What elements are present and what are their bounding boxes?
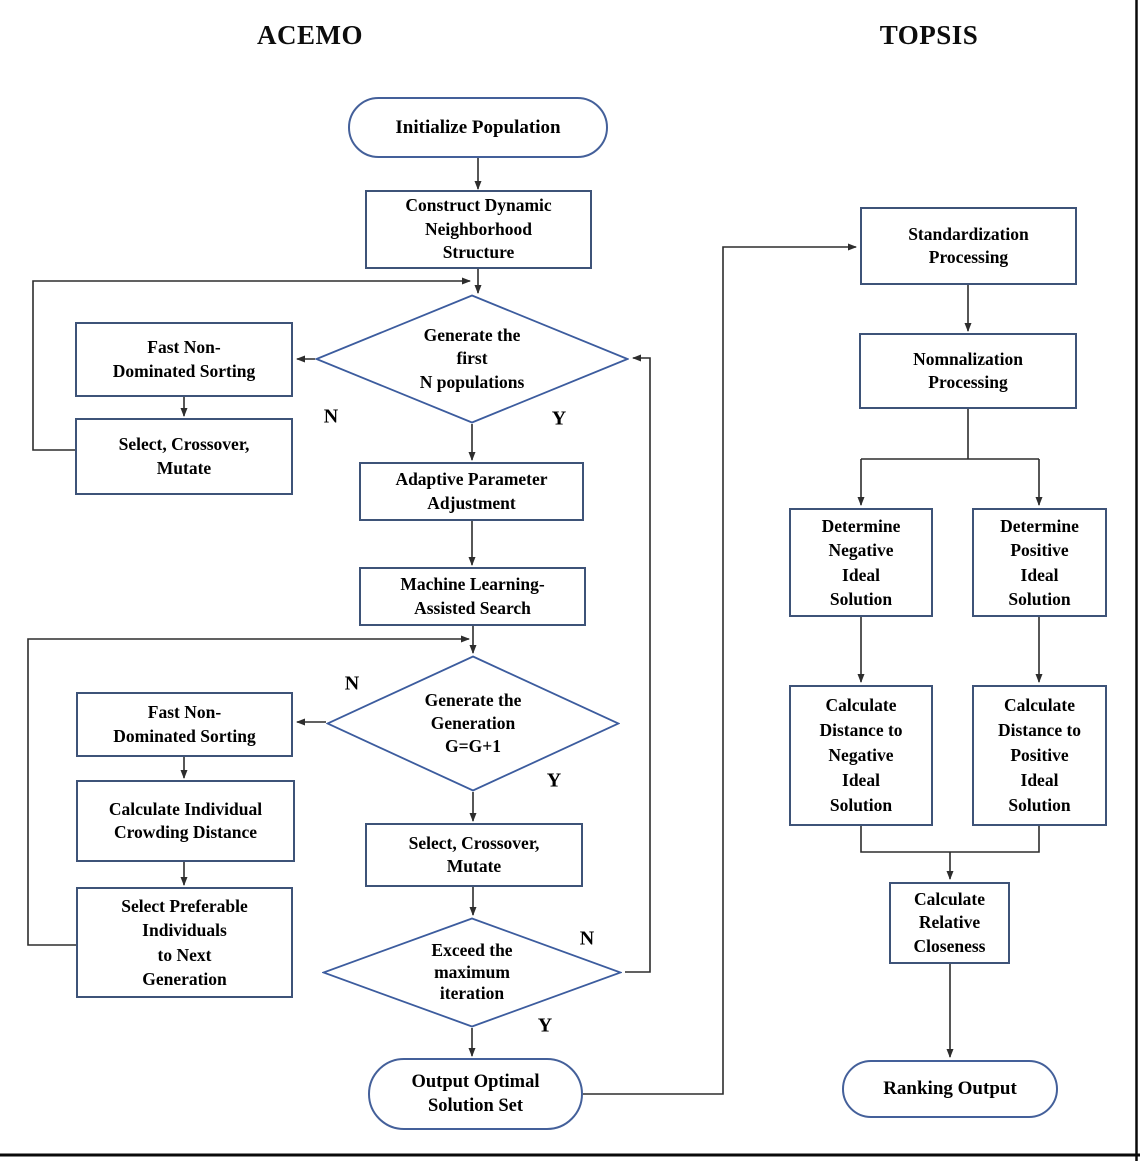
branch-label-no-1: N bbox=[323, 405, 339, 428]
branch-label-yes-1: Y bbox=[551, 407, 567, 430]
decision-generate-the-generation: Generate the Generation G=G+1 bbox=[326, 655, 620, 792]
node-initialize-population: Initialize Population bbox=[348, 97, 608, 158]
column-title-topsis: TOPSIS bbox=[879, 20, 979, 50]
branch-label-no-3: N bbox=[579, 927, 595, 950]
column-title-acemo: ACEMO bbox=[257, 20, 363, 50]
diamond-shape bbox=[322, 917, 622, 1028]
node-standardization-processing: Standardization Processing bbox=[860, 207, 1077, 285]
node-machine-learning-assisted-search: Machine Learning- Assisted Search bbox=[359, 567, 586, 626]
branch-label-yes-3: Y bbox=[537, 1014, 553, 1037]
branch-label-yes-2: Y bbox=[546, 769, 562, 792]
node-calculate-crowding-distance: Calculate Individual Crowding Distance bbox=[76, 780, 295, 862]
node-ranking-output: Ranking Output bbox=[842, 1060, 1058, 1118]
decision-exceed-maximum-iteration: Exceed the maximum iteration bbox=[322, 917, 622, 1028]
node-determine-negative-ideal-solution: Determine Negative Ideal Solution bbox=[789, 508, 933, 617]
node-construct-dynamic-neighborhood: Construct Dynamic Neighborhood Structure bbox=[365, 190, 592, 269]
node-output-optimal-solution-set: Output Optimal Solution Set bbox=[368, 1058, 583, 1130]
decision-generate-first-n-populations: Generate the first N populations bbox=[315, 294, 629, 424]
diamond-shape bbox=[315, 294, 629, 424]
node-select-preferable-individuals: Select Preferable Individuals to Next Ge… bbox=[76, 887, 293, 998]
branch-label-no-2: N bbox=[344, 672, 360, 695]
node-determine-positive-ideal-solution: Determine Positive Ideal Solution bbox=[972, 508, 1107, 617]
node-calculate-distance-negative: Calculate Distance to Negative Ideal Sol… bbox=[789, 685, 933, 826]
node-adaptive-parameter-adjustment: Adaptive Parameter Adjustment bbox=[359, 462, 584, 521]
node-fast-non-dominated-sorting-1: Fast Non- Dominated Sorting bbox=[75, 322, 293, 397]
node-select-crossover-mutate-2: Select, Crossover, Mutate bbox=[365, 823, 583, 887]
node-calculate-relative-closeness: Calculate Relative Closeness bbox=[889, 882, 1010, 964]
node-calculate-distance-positive: Calculate Distance to Positive Ideal Sol… bbox=[972, 685, 1107, 826]
diamond-shape bbox=[326, 655, 620, 792]
node-normalization-processing: Nomnalization Processing bbox=[859, 333, 1077, 409]
node-fast-non-dominated-sorting-2: Fast Non- Dominated Sorting bbox=[76, 692, 293, 757]
node-select-crossover-mutate-1: Select, Crossover, Mutate bbox=[75, 418, 293, 495]
